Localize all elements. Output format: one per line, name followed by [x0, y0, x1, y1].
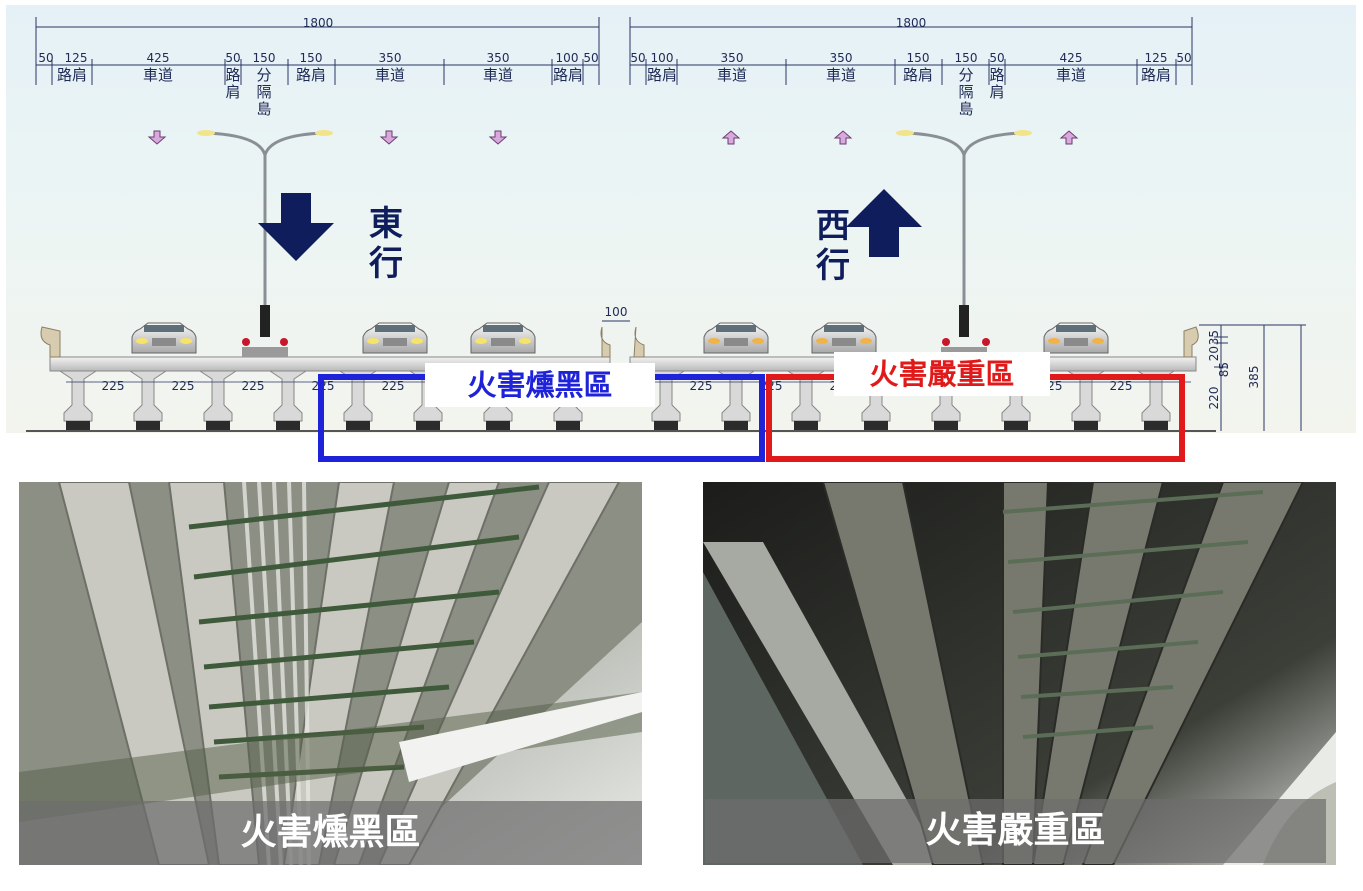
left-dim-2: 425: [147, 51, 170, 65]
right-total-width: 1800: [896, 16, 927, 30]
height-dim-20: 20: [1207, 346, 1221, 361]
right-dim-4: 150: [907, 51, 930, 65]
right-dim-3: 350: [830, 51, 853, 65]
right-label-shoulder-median: 路肩: [903, 66, 933, 84]
right-dim-9: 50: [1176, 51, 1191, 65]
street-lamp-left: [205, 131, 325, 335]
height-dim-85: 85: [1217, 362, 1231, 377]
lamp-head-icon: [1014, 130, 1032, 136]
girder-spacing-dim: 225: [172, 379, 195, 393]
right-dim-5: 150: [955, 51, 978, 65]
girder-spacing-dim: 225: [690, 379, 713, 393]
left-label-median: 分隔島: [256, 66, 271, 118]
eastbound-label: 東行: [369, 204, 403, 284]
barrier-mid-left: [600, 326, 611, 358]
car-icon: [1043, 322, 1109, 354]
eastbound-arrow-icon: [258, 193, 334, 261]
left-dim-4: 150: [253, 51, 276, 65]
left-label-lane-3: 車道: [483, 66, 513, 84]
height-dim-35: 35: [1207, 330, 1221, 345]
left-label-lane-1: 車道: [143, 66, 173, 84]
girder-spacing-dim: 225: [102, 379, 125, 393]
car-icon: [703, 322, 769, 354]
right-label-shoulder-inner: 路肩: [989, 66, 1004, 101]
girder-spacing-dim: 225: [1110, 379, 1133, 393]
girder: [268, 370, 308, 431]
height-dim-lines: [1199, 324, 1306, 431]
right-dim-6: 50: [989, 51, 1004, 65]
left-label-shoulder-inner: 路肩: [225, 66, 240, 101]
lamp-head-icon: [896, 130, 914, 136]
left-dim-3: 50: [225, 51, 240, 65]
car-icon: [131, 322, 197, 354]
bridge-cross-section-diagram: 1800 1800 50 125 425 50 150 150 350 350 …: [6, 5, 1356, 433]
right-dim-8: 125: [1145, 51, 1168, 65]
gap-dim: 100: [605, 305, 628, 319]
car-icon: [470, 322, 536, 354]
right-dim-1: 100: [651, 51, 674, 65]
right-dim-2: 350: [721, 51, 744, 65]
barrier-left: [40, 326, 61, 358]
right-label-median: 分隔島: [958, 66, 973, 118]
girder: [58, 370, 98, 431]
left-dim-6: 350: [379, 51, 402, 65]
right-dimension-lines: [629, 17, 1193, 85]
right-label-lane-2: 車道: [826, 66, 856, 84]
girder-spacing-dim: 225: [382, 379, 405, 393]
warning-lights: [242, 338, 990, 346]
right-dim-0: 50: [630, 51, 645, 65]
left-dim-0: 50: [38, 51, 53, 65]
severe-zone-label: 火害嚴重區: [834, 352, 1050, 396]
right-label-lane-3: 車道: [1056, 66, 1086, 84]
lane-arrows: [147, 130, 1079, 145]
left-dim-9: 50: [583, 51, 598, 65]
left-dim-1: 125: [65, 51, 88, 65]
cars: [131, 322, 1109, 354]
car-icon: [811, 322, 877, 354]
cross-section-drawing: 1800 1800 50 125 425 50 150 150 350 350 …: [26, 16, 1306, 432]
right-label-shoulder-left: 路肩: [647, 66, 677, 84]
lamp-head-icon: [197, 130, 215, 136]
westbound-arrow-icon: [846, 189, 922, 257]
left-total-width: 1800: [303, 16, 334, 30]
lamp-base: [959, 305, 969, 337]
left-dimension-lines: [35, 17, 600, 85]
height-dim-220: 220: [1207, 387, 1221, 410]
left-label-lane-2: 車道: [375, 66, 405, 84]
car-icon: [362, 322, 428, 354]
left-label-shoulder-outer: 路肩: [57, 66, 87, 84]
blackened-zone-label: 火害燻黑區: [425, 363, 655, 407]
westbound-label: 西行: [816, 206, 850, 286]
median-block-left: [242, 347, 288, 357]
girder-spacing-dim: 225: [242, 379, 265, 393]
lamp-base: [260, 305, 270, 337]
left-dim-5: 150: [300, 51, 323, 65]
girder: [198, 370, 238, 431]
barrier-right: [1183, 326, 1199, 358]
girder: [128, 370, 168, 431]
lamp-head-icon: [315, 130, 333, 136]
caption-blackened: 火害燻黑區: [19, 801, 642, 865]
left-dim-7: 350: [487, 51, 510, 65]
left-label-shoulder-median: 路肩: [296, 66, 326, 84]
caption-severe: 火害嚴重區: [705, 799, 1326, 863]
left-dim-8: 100: [556, 51, 579, 65]
height-dim-385: 385: [1247, 366, 1261, 389]
right-label-lane-1: 車道: [717, 66, 747, 84]
street-lamp-right: [904, 131, 1024, 335]
right-label-shoulder-outer: 路肩: [1141, 66, 1171, 84]
barrier-mid-right: [633, 326, 645, 358]
left-label-shoulder-right: 路肩: [553, 66, 583, 84]
right-dim-7: 425: [1060, 51, 1083, 65]
